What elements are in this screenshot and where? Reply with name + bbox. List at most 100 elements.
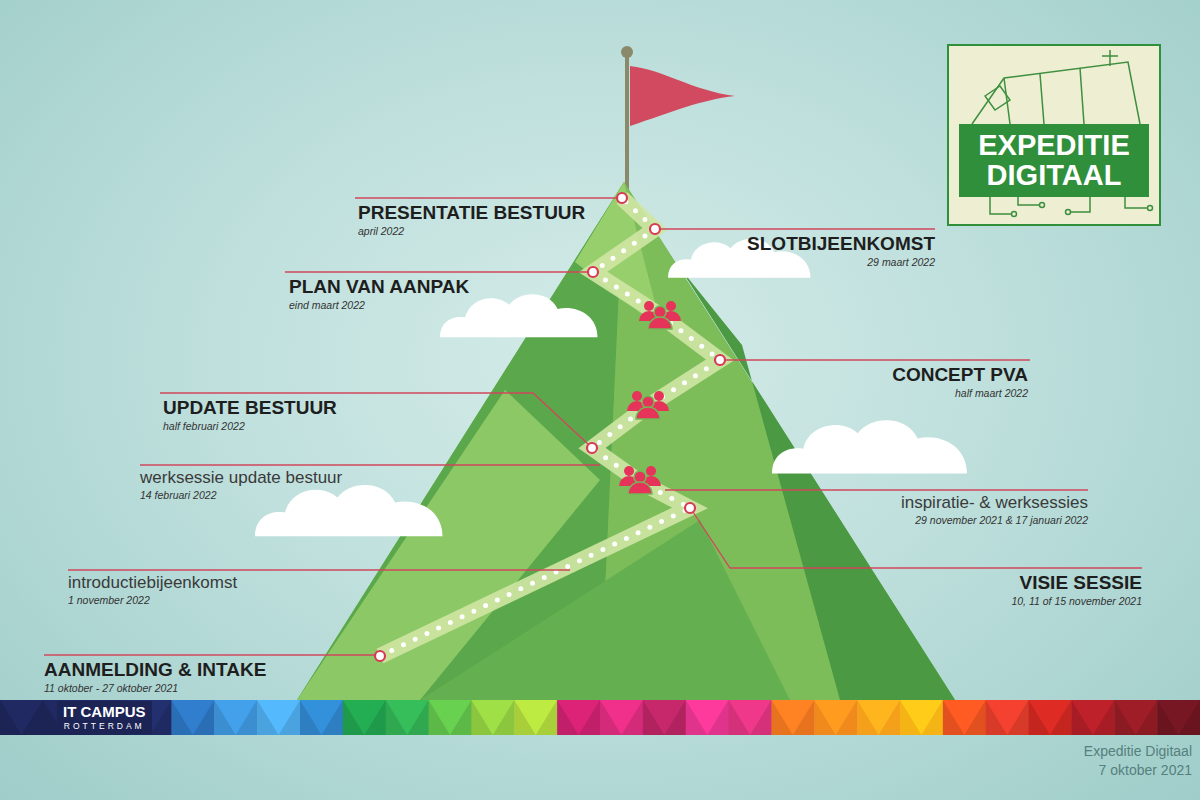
bar-triangle [943, 700, 986, 735]
bar-segment [471, 700, 514, 735]
bar-triangle [214, 700, 257, 735]
bar-block [857, 700, 900, 735]
bar-block [729, 700, 772, 735]
milestone-dot [617, 193, 627, 203]
leader-line [285, 271, 588, 272]
bar-segment [343, 700, 386, 735]
milestone-title: PRESENTATIE BESTUUR [358, 203, 585, 224]
leader-line [660, 228, 935, 229]
bar-block [900, 700, 943, 735]
bar-segment [300, 700, 343, 735]
leader-line [725, 359, 1030, 360]
cloud [255, 485, 443, 536]
cloud [440, 294, 598, 337]
trail [380, 198, 720, 656]
trail-dots [380, 198, 720, 656]
logo-band: EXPEDITIE DIGITAAL [959, 124, 1149, 197]
bar-segment [900, 700, 943, 735]
group-icon [619, 466, 661, 494]
milestone-title: AANMELDING & INTAKE [44, 660, 266, 681]
milestone-date: 29 november 2021 & 17 januari 2022 [915, 515, 1088, 527]
bar-triangle [1114, 700, 1157, 735]
milestone-date: 1 november 2022 [68, 595, 150, 607]
bar-block [1157, 700, 1200, 735]
logo [948, 45, 1160, 225]
milestone-dot [375, 651, 385, 661]
flag-pole [625, 52, 629, 192]
milestone-dot [685, 503, 695, 513]
node-text: IT CAMPUS [63, 704, 146, 721]
node-text: EXPEDITIE DIGITAAL [966, 130, 1142, 191]
bar-block [1029, 700, 1072, 735]
bar-segment [986, 700, 1029, 735]
bar-segment [1114, 700, 1157, 735]
clouds [255, 239, 967, 536]
milestone-dot [587, 443, 597, 453]
bar-segment [686, 700, 729, 735]
milestone-dot [715, 355, 725, 365]
bar-segment [0, 700, 43, 735]
bar-triangle [557, 700, 600, 735]
node-text: ROTTERDAM [63, 721, 146, 731]
bar-segment [857, 700, 900, 735]
milestone-date: half februari 2022 [163, 421, 245, 433]
bar-block [643, 700, 686, 735]
group-icons [619, 301, 681, 494]
bar-triangle [814, 700, 857, 735]
milestone-title: CONCEPT PVA [892, 365, 1028, 386]
bar-triangle [600, 700, 643, 735]
milestone-title: SLOTBIJEENKOMST [747, 234, 935, 255]
bar-triangle [171, 700, 214, 735]
bar-segment [557, 700, 600, 735]
bar-triangle [643, 700, 686, 735]
milestone-dot [588, 267, 598, 277]
logo-frame [948, 45, 1160, 225]
bar-block [1114, 700, 1157, 735]
bar-triangle [900, 700, 943, 735]
leader-line [68, 569, 570, 570]
bar-triangle [257, 700, 300, 735]
milestone-date: 14 februari 2022 [140, 490, 216, 502]
bar-triangle [1071, 700, 1114, 735]
bar-block [943, 700, 986, 735]
leader-line [160, 393, 588, 444]
bar-segment [1029, 700, 1072, 735]
bar-block [986, 700, 1029, 735]
leader-line [665, 489, 1088, 490]
bar-triangle [343, 700, 386, 735]
cloud [772, 420, 967, 473]
bar-block [257, 700, 300, 735]
leader-line [355, 197, 617, 198]
footer-text: Expeditie Digitaal [1084, 744, 1192, 759]
bar-block [214, 700, 257, 735]
bar-block [1071, 700, 1114, 735]
bar-triangle [471, 700, 514, 735]
group-icon [639, 301, 681, 329]
bar-triangle [771, 700, 814, 735]
colour-bar [0, 700, 1200, 735]
bar-block [300, 700, 343, 735]
milestone-date: eind maart 2022 [289, 300, 365, 312]
milestone-date: 10, 11 of 15 november 2021 [1011, 596, 1142, 608]
bar-block [386, 700, 429, 735]
bar-block [0, 700, 43, 735]
session-title: inspiratie- & werksessies [901, 494, 1088, 513]
leader-line [140, 464, 600, 465]
milestone-date: half maart 2022 [955, 388, 1028, 400]
bar-triangle [300, 700, 343, 735]
bar-segment [214, 700, 257, 735]
bar-triangle [857, 700, 900, 735]
bar-triangle [514, 700, 557, 735]
bar-triangle [1029, 700, 1072, 735]
milestone-title: PLAN VAN AANPAK [289, 277, 469, 298]
milestone-date: april 2022 [358, 226, 404, 238]
bar-segment [943, 700, 986, 735]
milestone-title: UPDATE BESTUUR [163, 398, 337, 419]
bar-block [171, 700, 214, 735]
milestone-date: 29 maart 2022 [867, 257, 935, 269]
bar-segment [729, 700, 772, 735]
bar-segment [514, 700, 557, 735]
bar-triangle [986, 700, 1029, 735]
bar-block [771, 700, 814, 735]
bar-segment [171, 700, 214, 735]
